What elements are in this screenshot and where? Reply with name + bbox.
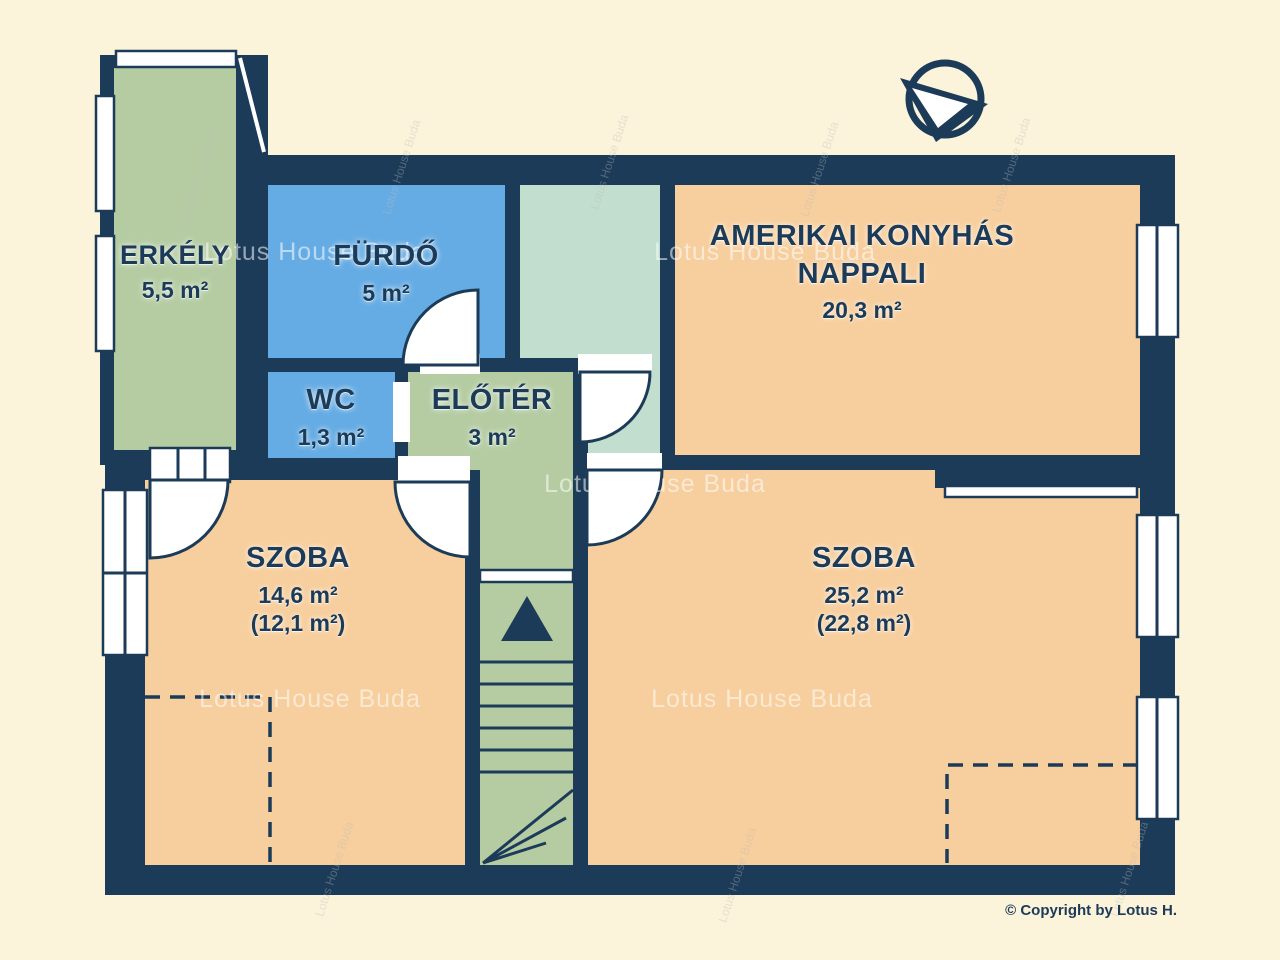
room-label-furdo: FÜRDŐ 5 m² [333, 238, 439, 307]
opening-szoba-left [398, 456, 470, 482]
balcony-rail-left-2 [94, 234, 116, 353]
balcony-rail-top [114, 49, 238, 69]
door-szoba-left [393, 480, 472, 559]
room-eloter-stairs-floor [408, 372, 573, 865]
room-area: 1,3 m² [297, 423, 365, 450]
opening-wc [393, 382, 410, 442]
room-name: NAPPALI [797, 257, 927, 290]
dashed-line-szoba-right [945, 763, 1138, 863]
room-area-net: (22,8 m²) [816, 610, 912, 637]
room-name: SZOBA [812, 542, 916, 574]
copyright-text: © Copyright by Lotus H. [1005, 902, 1177, 919]
balcony-rail-left-1 [94, 94, 116, 213]
room-label-eloter: ELŐTÉR 3 m² [432, 382, 553, 451]
room-label-wc: WC 1,3 m² [298, 382, 364, 451]
watermark: Lotus House Buda [204, 238, 426, 266]
room-area: 25,2 m² [824, 581, 904, 608]
room-label-szoba-left: SZOBA 14,6 m² (12,1 m²) [246, 540, 350, 638]
room-area: 20,3 m² [822, 297, 902, 324]
dashed-line-szoba-left [145, 695, 272, 863]
room-area: 5,5 m² [141, 277, 209, 304]
room-name: ELŐTÉR [431, 384, 553, 416]
door-szoba-right [585, 468, 664, 547]
door-nappali [578, 370, 652, 444]
room-wc-floor [268, 372, 395, 458]
stair-landing-edge [478, 568, 575, 584]
watermark: Lotus House Buda [544, 470, 766, 498]
room-label-erkely: ERKÉLY 5,5 m² [120, 238, 230, 305]
staircase [478, 568, 575, 865]
room-area: 14,6 m² [258, 581, 338, 608]
room-erkely-floor [114, 68, 236, 450]
room-area: 3 m² [468, 423, 516, 450]
stair-direction-arrow-icon [501, 596, 553, 641]
room-label-nappali: AMERIKAI KONYHÁS NAPPALI 20,3 m² [710, 218, 1014, 325]
room-name: WC [306, 384, 356, 416]
watermark: Lotus House Buda [199, 685, 421, 713]
watermark: Lotus House Buda [654, 238, 876, 266]
built-in-feature [943, 484, 1139, 499]
room-area-net: (12,1 m²) [250, 610, 346, 637]
room-szoba-right-floor [588, 470, 1140, 865]
door-furdo [401, 288, 480, 367]
watermark: Lotus House Buda [651, 685, 873, 713]
room-szoba-left-floor [145, 480, 465, 865]
compass-icon [900, 59, 988, 142]
opening-nappali [578, 354, 652, 374]
room-area: 5 m² [362, 279, 410, 306]
balcony-door [148, 446, 232, 484]
room-name: AMERIKAI KONYHÁS [709, 220, 1015, 252]
room-label-szoba-right: SZOBA 25,2 m² (22,8 m²) [812, 540, 916, 638]
door-balcony [148, 478, 230, 560]
opening-szoba-right [587, 453, 662, 472]
roof-slope-line [238, 57, 266, 153]
room-name: FÜRDŐ [333, 240, 439, 272]
door-swings [148, 288, 664, 560]
room-name: SZOBA [246, 542, 350, 574]
room-nappali-floor [675, 185, 1140, 455]
winder-steps [482, 788, 574, 865]
wall-step [935, 455, 1140, 488]
windows [94, 49, 1180, 821]
room-name: ERKÉLY [119, 240, 231, 270]
